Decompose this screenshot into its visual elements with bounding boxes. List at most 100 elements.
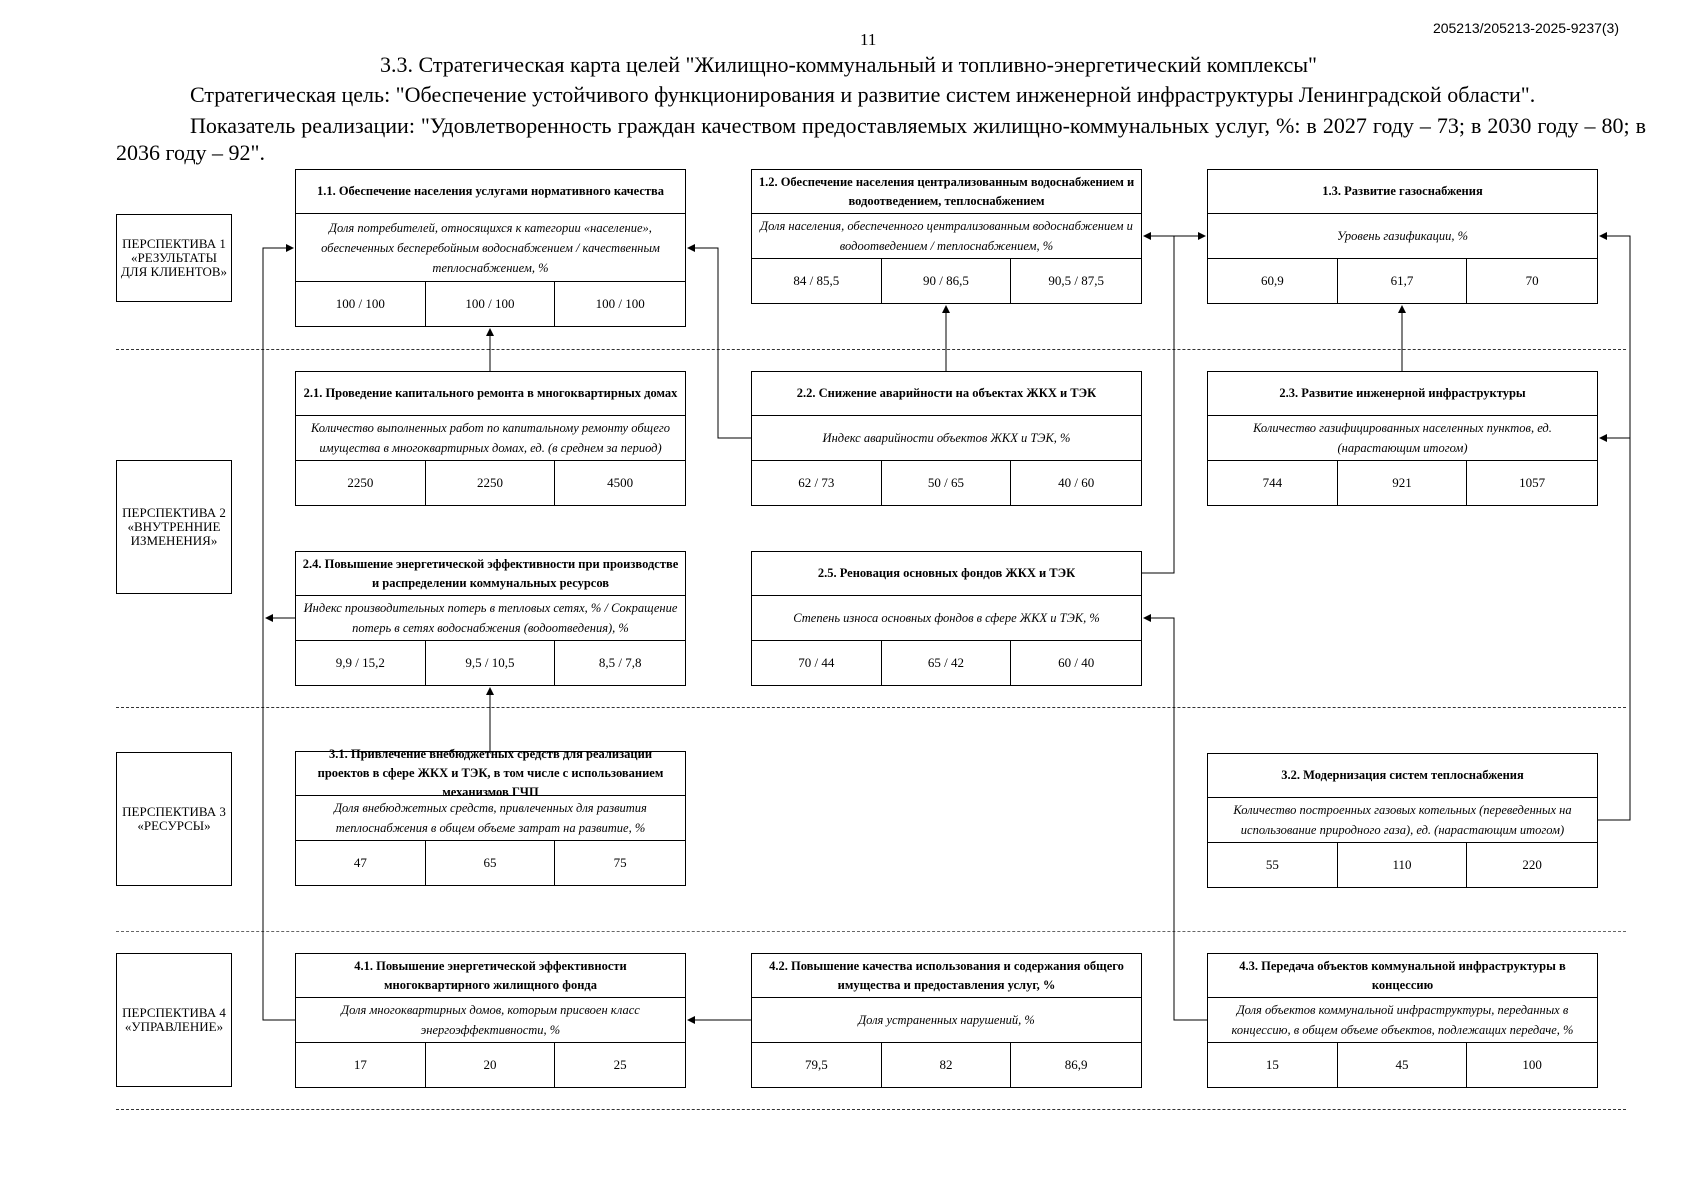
goal-values: 79,5 82 86,9 [752,1043,1141,1087]
goal-indicator: Доля объектов коммунальной инфраструктур… [1208,998,1597,1043]
goal-values: 84 / 85,5 90 / 86,5 90,5 / 87,5 [752,259,1141,303]
goal-values: 47 65 75 [296,841,685,885]
goal-values: 62 / 73 50 / 65 40 / 60 [752,461,1141,505]
goal-box-4-1: 4.1. Повышение энергетической эффективно… [295,953,686,1088]
goal-box-1-2: 1.2. Обеспечение населения централизован… [751,169,1142,304]
goal-value: 50 / 65 [882,461,1012,505]
arrow-3-2-to-1-3 [1598,232,1631,821]
goal-values: 15 45 100 [1208,1043,1597,1087]
goal-title: 4.2. Повышение качества использования и … [752,954,1141,998]
goal-value: 15 [1208,1043,1338,1087]
goal-indicator: Индекс аварийности объектов ЖКХ и ТЭК, % [752,416,1141,461]
goal-value: 20 [426,1043,556,1087]
goal-value: 86,9 [1064,1057,1088,1072]
goal-title: 2.5. Реновация основных фондов ЖКХ и ТЭК [752,552,1141,596]
goal-value: 9,9 / 15,2 [296,641,426,685]
goal-title: 2.4. Повышение энергетической эффективно… [296,552,685,596]
goal-box-2-5: 2.5. Реновация основных фондов ЖКХ и ТЭК… [751,551,1142,686]
arrow-2-5-to-1-link [1142,236,1175,574]
goal-value: 55 [1208,843,1338,887]
arrow-4-3-to-2-5 [1143,614,1207,1021]
goal-value: 65 [426,841,556,885]
goal-box-3-1: 3.1. Привлечение внебюджетных средств дл… [295,747,686,886]
goal-value: 2250 [296,461,426,505]
goal-title: 3.2. Модернизация систем теплоснабжения [1208,754,1597,798]
goal-value: 47 [296,841,426,885]
goal-box-2-2: 2.2. Снижение аварийности на объектах ЖК… [751,371,1142,506]
goal-value: 61,7 [1338,259,1468,303]
goal-indicator: Количество газифицированных населенных п… [1208,416,1597,461]
goal-indicator: Доля потребителей, относящихся к категор… [296,214,685,282]
goal-value: 45 [1338,1043,1468,1087]
goal-value: 100 / 100 [595,296,645,311]
goal-value: 90 / 86,5 [882,259,1012,303]
goal-values: 100 / 100 100 / 100 100 / 100 [296,282,685,326]
goal-values: 9,9 / 15,2 9,5 / 10,5 8,5 / 7,8 [296,641,685,685]
goal-value: 4500 [607,475,634,490]
goal-box-1-3: 1.3. Развитие газоснабжения Уровень гази… [1207,169,1598,304]
goal-indicator: Доля населения, обеспеченного централизо… [752,214,1141,259]
goal-indicator: Уровень газификации, % [1208,214,1597,259]
goal-value: 60 / 40 [1058,655,1095,670]
goal-title: 1.2. Обеспечение населения централизован… [752,170,1141,214]
goal-indicator: Количество выполненных работ по капиталь… [296,416,685,461]
goal-title: 3.1. Привлечение внебюджетных средств дл… [296,747,685,799]
implementation-indicator: Показатель реализации: "Удовлетворенност… [116,113,1646,165]
goal-value: 25 [613,1057,627,1072]
goal-value: 1057 [1519,475,1546,490]
goal-values: 60,9 61,7 70 [1208,259,1597,303]
goal-values: 2250 2250 4500 [296,461,685,505]
goal-title: 4.3. Передача объектов коммунальной инфр… [1208,954,1597,998]
goal-value: 70 [1525,273,1539,288]
goal-title: 2.1. Проведение капитального ремонта в м… [296,372,685,416]
goal-value: 82 [882,1043,1012,1087]
goal-title: 2.3. Развитие инженерной инфраструктуры [1208,372,1597,416]
document-id: 205213/205213-2025-9237(3) [1432,20,1619,36]
goal-values: 17 20 25 [296,1043,685,1087]
goal-values: 70 / 44 65 / 42 60 / 40 [752,641,1141,685]
perspective-divider [116,931,1626,932]
goal-indicator: Степень износа основных фондов в сфере Ж… [752,596,1141,641]
goal-value: 110 [1338,843,1468,887]
goal-value: 70 / 44 [752,641,882,685]
perspective-3-label: ПЕРСПЕКТИВА 3 «РЕСУРСЫ» [116,752,232,886]
goal-value: 220 [1522,857,1542,872]
goal-value: 62 / 73 [752,461,882,505]
goal-values: 55 110 220 [1208,843,1597,887]
goal-title: 2.2. Снижение аварийности на объектах ЖК… [752,372,1141,416]
goal-value: 65 / 42 [882,641,1012,685]
strategic-goal: Стратегическая цель: "Обеспечение устойч… [190,82,1536,107]
arrow-2-2-to-1-1 [687,244,751,439]
goal-value: 100 [1522,1057,1542,1072]
goal-box-4-3: 4.3. Передача объектов коммунальной инфр… [1207,953,1598,1088]
goal-title: 1.1. Обеспечение населения услугами норм… [296,170,685,214]
goal-title: 1.3. Развитие газоснабжения [1208,170,1597,214]
goal-title: 4.1. Повышение энергетической эффективно… [296,954,685,998]
goal-value: 921 [1338,461,1468,505]
goal-value: 2250 [426,461,556,505]
goal-box-4-2: 4.2. Повышение качества использования и … [751,953,1142,1088]
goal-box-2-1: 2.1. Проведение капитального ремонта в м… [295,371,686,506]
perspective-4-label: ПЕРСПЕКТИВА 4 «УПРАВЛЕНИЕ» [116,953,232,1087]
goal-value: 8,5 / 7,8 [598,655,642,670]
goal-value: 9,5 / 10,5 [426,641,556,685]
goal-value: 100 / 100 [426,282,556,326]
goal-value: 79,5 [752,1043,882,1087]
goal-box-1-1: 1.1. Обеспечение населения услугами норм… [295,169,686,327]
goal-indicator: Количество построенных газовых котельных… [1208,798,1597,843]
page-title: 3.3. Стратегическая карта целей "Жилищно… [380,52,1317,77]
perspective-divider [116,1109,1626,1110]
goal-values: 744 921 1057 [1208,461,1597,505]
goal-value: 17 [296,1043,426,1087]
perspective-2-label: ПЕРСПЕКТИВА 2 «ВНУТРЕННИЕ ИЗМЕНЕНИЯ» [116,460,232,594]
perspective-divider [116,349,1626,350]
goal-value: 40 / 60 [1058,475,1095,490]
goal-indicator: Доля многоквартирных домов, которым прис… [296,998,685,1043]
goal-value: 90,5 / 87,5 [1048,273,1104,288]
goal-value: 100 / 100 [296,282,426,326]
goal-indicator: Индекс производительных потерь в тепловы… [296,596,685,641]
perspective-divider [116,707,1626,708]
perspective-1-label: ПЕРСПЕКТИВА 1 «РЕЗУЛЬТАТЫ ДЛЯ КЛИЕНТОВ» [116,214,232,302]
goal-box-2-4: 2.4. Повышение энергетической эффективно… [295,551,686,686]
goal-value: 744 [1208,461,1338,505]
